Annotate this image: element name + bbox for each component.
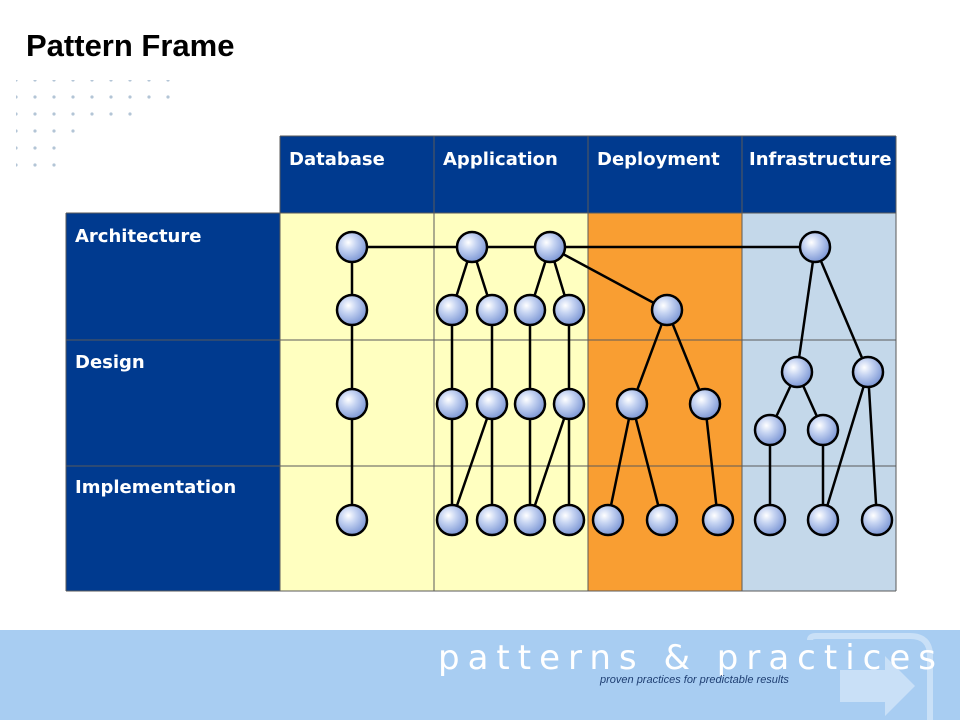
pattern-node	[335, 293, 369, 327]
pattern-frame-diagram: Database Application Deployment Infrastr…	[65, 135, 897, 592]
pattern-node	[335, 387, 369, 421]
pattern-node	[335, 230, 369, 264]
pattern-node	[806, 413, 840, 447]
pattern-node	[753, 413, 787, 447]
column-label-infrastructure: Infrastructure	[749, 149, 892, 170]
column-header-deployment	[588, 136, 742, 213]
grid-lines	[65, 135, 897, 592]
pattern-node	[435, 387, 469, 421]
pattern-node	[615, 387, 649, 421]
pattern-node	[798, 230, 832, 264]
pattern-node	[435, 503, 469, 537]
row-label-design: Design	[75, 352, 145, 373]
row-label-implementation: Implementation	[75, 477, 236, 498]
footer-banner: patterns & practices proven practices fo…	[0, 630, 960, 720]
pattern-node	[513, 293, 547, 327]
pattern-node	[645, 503, 679, 537]
pattern-node	[552, 503, 586, 537]
pattern-node	[435, 293, 469, 327]
pattern-node	[475, 503, 509, 537]
arrow-right-icon	[807, 633, 933, 720]
brand-tagline: proven practices for predictable results	[600, 674, 789, 686]
column-label-database: Database	[289, 149, 385, 170]
brand-wordmark: patterns & practices	[438, 638, 944, 678]
pattern-node	[753, 503, 787, 537]
column-label-application: Application	[443, 149, 558, 170]
pattern-node	[513, 503, 547, 537]
pattern-node	[533, 230, 567, 264]
pattern-node	[591, 503, 625, 537]
pattern-node	[475, 293, 509, 327]
column-header-infrastructure	[742, 136, 896, 213]
pattern-node	[860, 503, 894, 537]
pattern-node	[688, 387, 722, 421]
pattern-node	[806, 503, 840, 537]
decorative-dot-grid	[16, 80, 170, 167]
row-header-architecture	[66, 213, 280, 340]
pattern-node	[701, 503, 735, 537]
column-header-application	[434, 136, 588, 213]
pattern-node	[513, 387, 547, 421]
slide-title: Pattern Frame	[26, 28, 235, 63]
pattern-node	[552, 293, 586, 327]
pattern-node	[552, 387, 586, 421]
pattern-nodes	[335, 230, 894, 537]
pattern-node	[851, 355, 885, 389]
pattern-node	[475, 387, 509, 421]
column-label-deployment: Deployment	[597, 149, 720, 170]
pattern-node	[335, 503, 369, 537]
row-label-architecture: Architecture	[75, 226, 201, 247]
column-header-database	[280, 136, 434, 213]
row-header-design	[66, 340, 280, 466]
row-header-implementation	[66, 466, 280, 591]
pattern-node	[455, 230, 489, 264]
pattern-node	[780, 355, 814, 389]
pattern-node	[650, 293, 684, 327]
